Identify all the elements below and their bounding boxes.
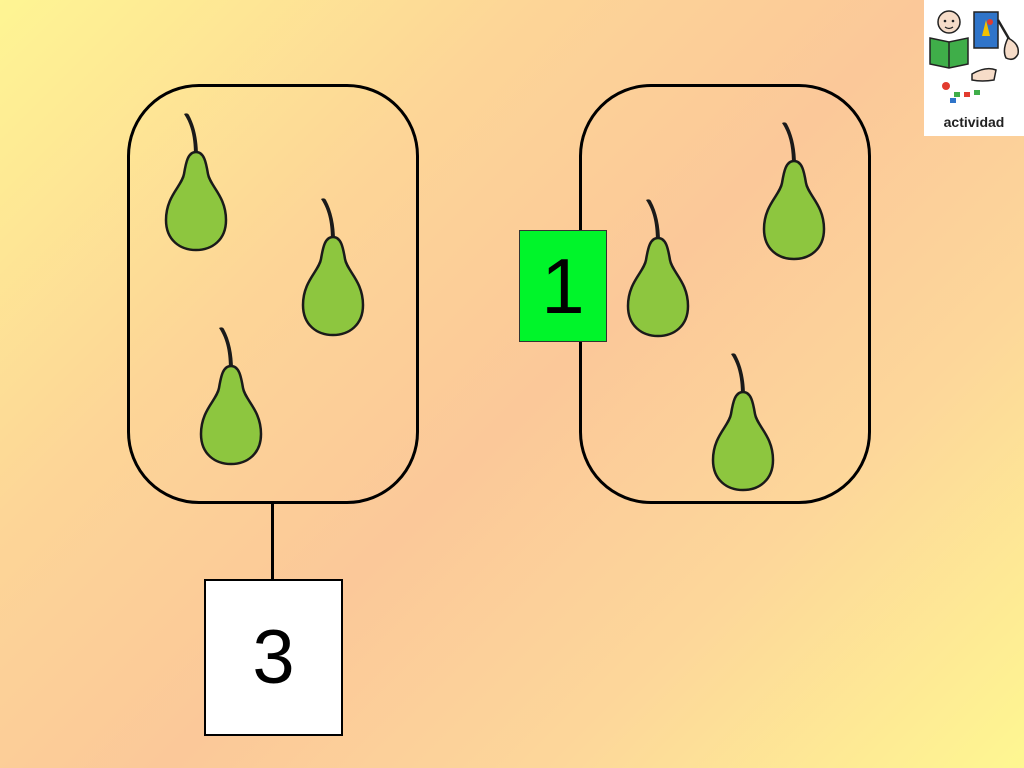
- draggable-number-tile[interactable]: 1: [519, 230, 607, 342]
- pear-icon: [164, 112, 228, 252]
- pear-icon: [711, 352, 775, 492]
- pear-icon: [301, 197, 365, 337]
- answer-value: 3: [252, 615, 295, 700]
- answer-box[interactable]: 3: [204, 579, 343, 736]
- activity-badge: actividad: [924, 0, 1024, 136]
- pear-icon: [626, 198, 690, 338]
- pear-icon: [762, 121, 826, 261]
- activity-pictogram-icon: [929, 10, 1020, 103]
- set-connector-line: [271, 502, 274, 581]
- pear-icon: [199, 326, 263, 466]
- tile-value: 1: [541, 241, 585, 330]
- activity-label: actividad: [943, 114, 1005, 130]
